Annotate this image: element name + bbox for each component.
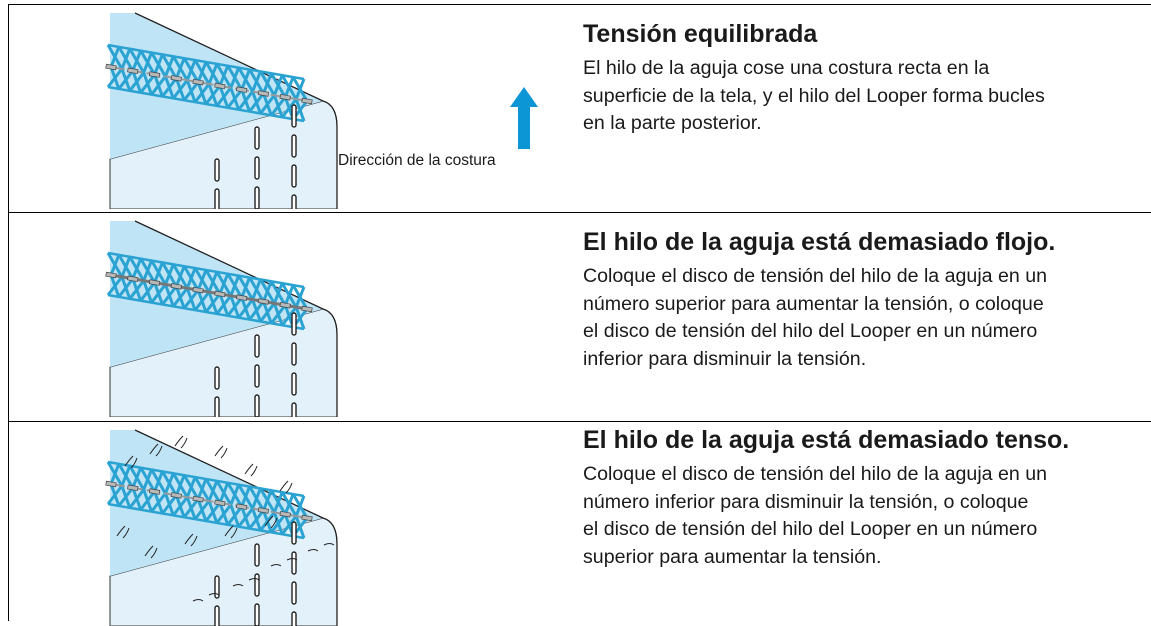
section-body: Coloque el disco de tensión del hilo de … [583,265,1048,370]
section-body: El hilo de la aguja cose una costura rec… [583,57,1045,134]
left-border [8,4,9,621]
row-tight: El hilo de la aguja está demasiado tenso… [9,422,1151,626]
section-balanced: Tensión equilibrada El hilo de la aguja … [583,19,1151,138]
sewing-direction-label: Dirección de la costura [338,152,496,169]
fabric-illustration-tight [105,429,338,626]
section-loose: El hilo de la aguja está demasiado flojo… [583,227,1151,373]
fabric-illustration-balanced [105,12,338,209]
row-loose: El hilo de la aguja está demasiado flojo… [9,213,1151,421]
section-title: El hilo de la aguja está demasiado tenso… [583,426,1070,454]
row-divider [8,212,1151,213]
section-body: Coloque el disco de tensión del hilo de … [583,463,1048,568]
section-title: El hilo de la aguja está demasiado flojo… [583,228,1056,256]
section-tight: El hilo de la aguja está demasiado tenso… [583,425,1151,571]
row-divider [8,421,1151,422]
section-title: Tensión equilibrada [583,20,818,48]
row-balanced: Dirección de la costura Tensión equilibr… [9,5,1151,212]
top-rule [8,4,1151,5]
fabric-illustration-loose [105,220,338,417]
